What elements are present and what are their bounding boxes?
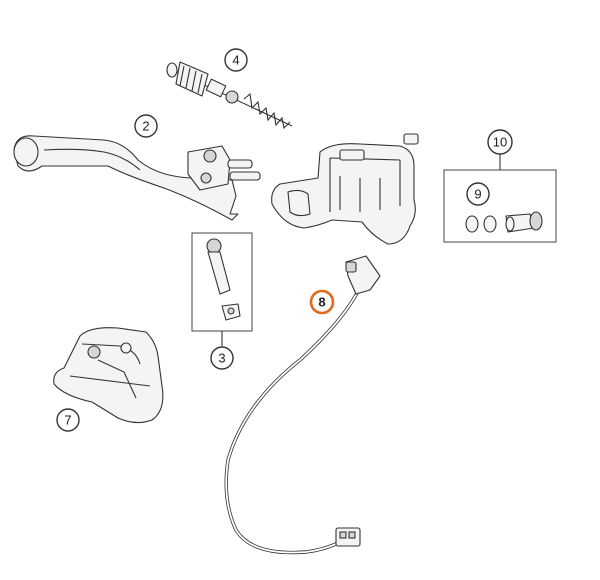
callout-10[interactable]: 10: [487, 129, 513, 155]
callout-9[interactable]: 9: [466, 182, 490, 206]
svg-text:7: 7: [64, 413, 71, 428]
seal-kit-frame: [443, 169, 557, 243]
clutch-lever: [13, 135, 261, 221]
callout-4[interactable]: 4: [224, 48, 248, 72]
callout-8[interactable]: 8: [309, 289, 335, 315]
callout-3[interactable]: 3: [210, 346, 234, 370]
callout-7[interactable]: 7: [56, 408, 80, 432]
svg-text:8: 8: [318, 295, 325, 310]
screw-and-nut: [206, 238, 241, 321]
callout-2[interactable]: 2: [134, 114, 158, 138]
seal-kit-parts: [465, 211, 543, 233]
clutch-switch-cable: [224, 255, 381, 555]
svg-text:10: 10: [493, 135, 507, 150]
svg-text:9: 9: [474, 187, 481, 202]
master-cylinder-housing: [271, 133, 419, 245]
svg-text:2: 2: [142, 119, 149, 134]
piston-spring-assembly: [166, 61, 293, 130]
svg-text:3: 3: [218, 351, 225, 366]
svg-text:4: 4: [232, 53, 239, 68]
reservoir-cover: [53, 327, 164, 424]
